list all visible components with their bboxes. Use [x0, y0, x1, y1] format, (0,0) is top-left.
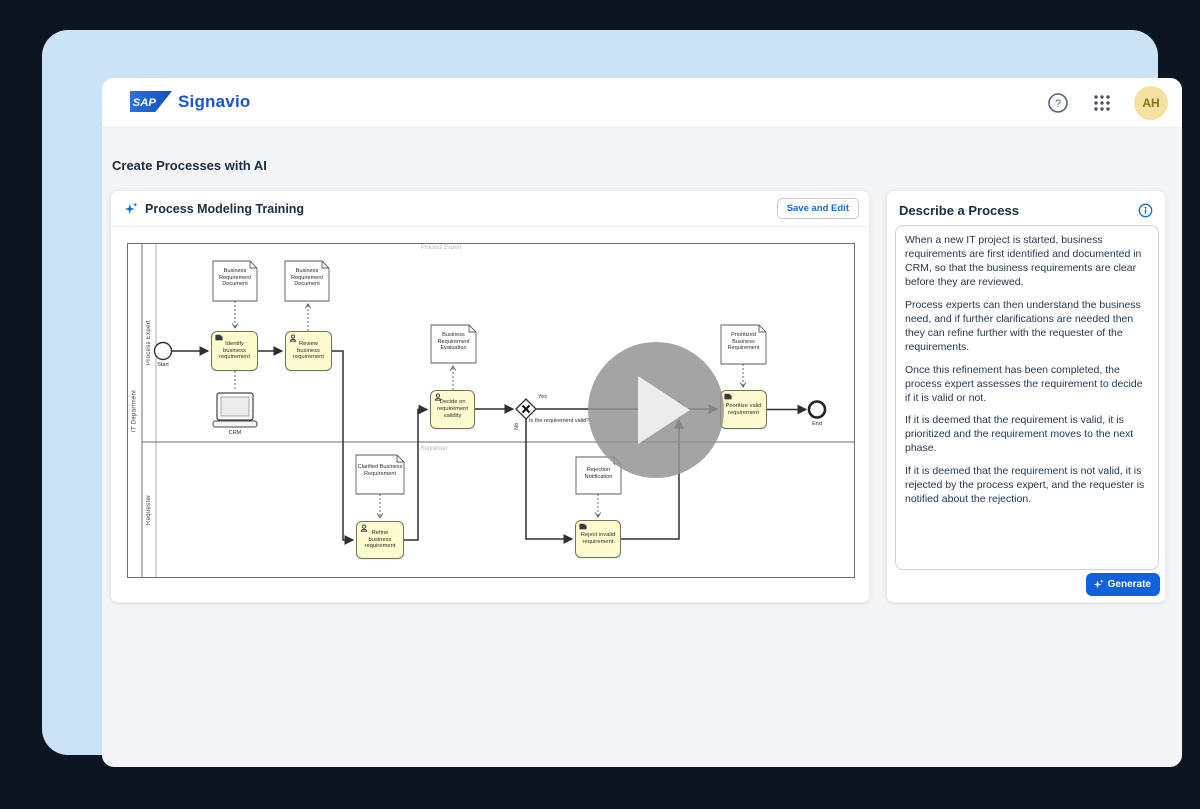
exclusive-gateway [515, 398, 537, 420]
user-task-icon [434, 393, 442, 401]
app-window: SAP Signavio ? [102, 78, 1182, 767]
describe-card-title: Describe a Process [899, 203, 1019, 218]
header-actions: ? AH [1046, 78, 1168, 128]
generate-button-label: Generate [1107, 579, 1151, 590]
description-paragraph: Once this refinement has been completed,… [905, 363, 1143, 404]
description-paragraph: Process experts can then understand the … [905, 298, 1141, 353]
bpmn-diagram: IT Department Process Expert Requester P… [127, 243, 855, 578]
brand-product-name: Signavio [178, 91, 251, 111]
help-icon: ? [1048, 93, 1068, 113]
description-paragraph: When a new IT project is started, busine… [905, 234, 1142, 288]
gateway-no-label: No [514, 423, 520, 431]
describe-process-card: Describe a Process When a new IT project… [886, 190, 1166, 603]
data-object-label: Business Requirement Document [218, 268, 252, 288]
crm-system-label: CRM [228, 430, 242, 436]
task-reject-invalid-requirement: Reject invalid requirement [575, 520, 621, 558]
data-object-label: Clarified Business Requirement [357, 464, 403, 477]
data-object-label: Rejection Notification [584, 467, 613, 480]
task-refine-business-requirement: Refine business requirement [356, 521, 404, 559]
process-card-title: Process Modeling Training [145, 202, 305, 216]
user-task-icon [360, 524, 368, 532]
process-card-header: Process Modeling Training Save and Edit [111, 191, 869, 227]
help-button[interactable]: ? [1046, 91, 1070, 115]
data-object-label: Prioritized Business Requirement [727, 332, 760, 352]
lane-watermark-process-expert: Process Expert [420, 245, 462, 251]
grid-icon [1094, 95, 1110, 111]
task-type-icon [579, 523, 587, 530]
page-title: Create Processes with AI [112, 158, 267, 173]
task-identify-business-requirement: Identify business requirement [211, 331, 258, 371]
data-object-shapes [212, 260, 767, 495]
lane-label-process-expert: Process Expert [146, 320, 152, 365]
user-avatar[interactable]: AH [1134, 86, 1168, 120]
device-frame: SAP Signavio ? [42, 30, 1182, 767]
description-paragraph: If it is deemed that the requirement is … [905, 414, 1134, 455]
process-model-card: Process Modeling Training Save and Edit [110, 190, 870, 603]
task-type-icon [724, 393, 732, 400]
lane-label-requester: Requester [146, 494, 152, 526]
gateway-yes-label: Yes [538, 394, 547, 400]
brand-logo: SAP Signavio [130, 91, 250, 112]
data-object-label: Business Requirement Document [290, 268, 324, 288]
save-and-edit-button[interactable]: Save and Edit [776, 198, 859, 219]
pool-label: IT Department [131, 389, 138, 432]
gateway-question-label: Is the requirement valid? [529, 418, 590, 424]
info-icon [1138, 203, 1153, 218]
end-event-label: End [812, 421, 822, 427]
data-object-label: Business Requirement Evaluation [437, 332, 470, 352]
lane-watermark-requester: Requester [420, 446, 448, 452]
video-play-button[interactable] [588, 342, 724, 478]
user-task-icon [289, 334, 297, 342]
app-grid-button[interactable] [1090, 91, 1114, 115]
svg-text:SAP: SAP [133, 97, 157, 109]
crm-system-icon [212, 392, 258, 428]
app-header: SAP Signavio ? [102, 78, 1182, 128]
generate-button[interactable]: Generate [1085, 573, 1160, 596]
task-review-business-requirement: Review business requirement [285, 331, 332, 371]
svg-text:?: ? [1055, 98, 1061, 110]
ai-sparkle-icon [124, 202, 138, 221]
sap-logo-icon: SAP [130, 91, 172, 112]
start-event-label: Start [157, 362, 169, 368]
play-icon [638, 376, 690, 444]
task-type-icon [215, 334, 223, 341]
end-event [807, 400, 827, 419]
ai-sparkle-icon [1093, 579, 1104, 589]
start-event [153, 341, 173, 361]
info-button[interactable] [1138, 203, 1153, 223]
task-prioritize-valid-requirement: Prioritize valid requirement [720, 390, 767, 429]
task-decide-on-requirement-validity: Decide on requirement validity [430, 390, 475, 429]
process-description-input[interactable]: When a new IT project is started, busine… [895, 225, 1159, 570]
description-paragraph: If it is deemed that the requirement is … [905, 465, 1145, 506]
